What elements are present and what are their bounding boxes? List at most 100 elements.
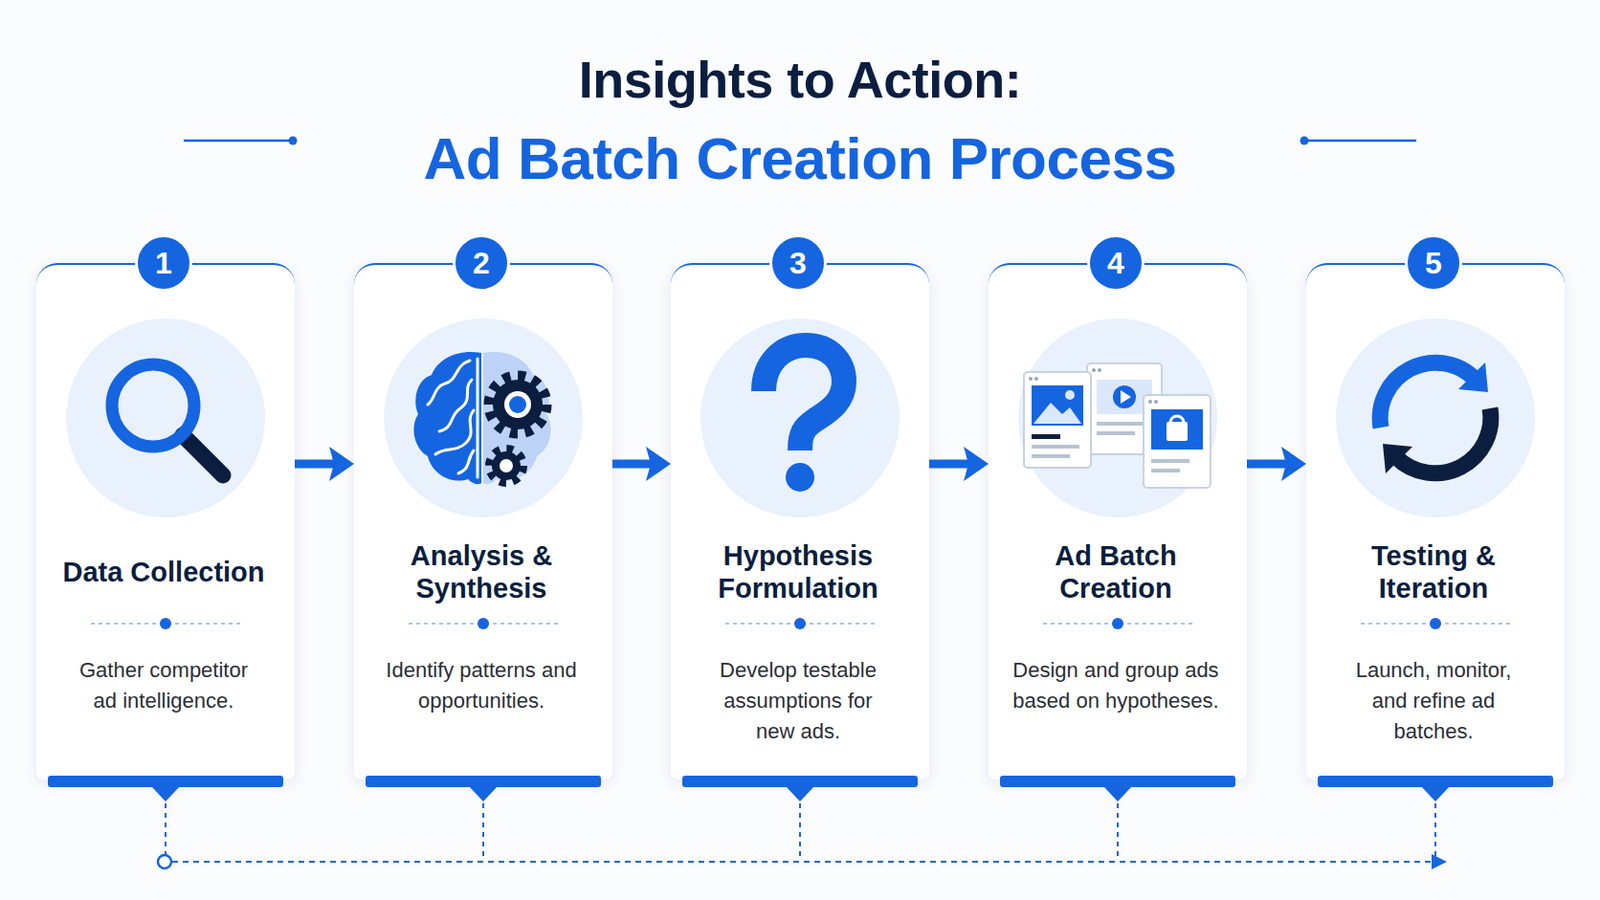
bag-body [1166,422,1188,442]
question-icon [700,318,900,518]
step-number-badge: 3 [769,234,827,292]
ad-card-line [1031,454,1070,459]
card-ornament [1317,618,1554,860]
brain-fold [439,379,472,432]
ad-card-media [1096,379,1153,415]
ad-card-dot [1148,400,1153,404]
gear-teeth [488,448,524,484]
ad-card-shop [1143,395,1211,489]
step-description: Develop testable assumptions for new ads… [710,655,888,748]
step-number-badge: 1 [134,234,193,292]
step-number: 4 [1107,245,1125,282]
brain-folds [427,358,478,478]
icon-circle [1018,318,1218,518]
flow-arrow [612,460,658,469]
ad-card-frame [1023,372,1091,468]
ad-card-line [1096,431,1135,436]
ad-card-frame [1143,395,1211,489]
step-description: Launch, monitor, and refine ad batches. [1345,655,1523,748]
ad-card-line [1096,422,1145,426]
step-description: Identify patterns and opportunities. [378,655,585,717]
ad-card-dot [1097,368,1102,373]
step-number: 1 [155,245,173,282]
icon-circle [1335,318,1535,518]
brain-split [476,358,480,478]
play-triangle [1120,390,1132,404]
process-card: Data CollectionGather competitor ad inte… [36,263,295,780]
timeline-head [1431,854,1447,870]
step-number-badge: 4 [1087,234,1145,292]
step-description: Design and group ads based on hypotheses… [1008,655,1224,717]
bag-handle [1170,416,1184,423]
brain-fold [458,450,474,474]
flow-arrow [929,460,976,469]
process-card: Analysis & SynthesisIdentify patterns an… [354,263,613,780]
step-heading: Data Collection [53,535,274,609]
step-heading: Hypothesis Formulation [688,535,909,609]
question-hook [763,345,845,451]
gear-teeth [488,376,547,434]
icon-circle [66,318,266,518]
timeline-line [172,861,1434,864]
title-rule [1307,139,1417,143]
gear-small [488,448,524,484]
step-number: 5 [1424,245,1443,282]
refresh-head [1382,444,1413,474]
gear-large [488,376,547,434]
ad-card-line [1031,444,1080,449]
ad-card-line [1151,459,1190,464]
mountain-shape [1033,402,1082,424]
brain-fold [435,410,474,455]
ad-card-dot [1154,400,1158,404]
card-ornament [682,618,918,860]
ad-card-frame [1087,363,1162,455]
gear-body [492,379,543,430]
card-ornament [47,618,284,860]
gear-body [491,451,521,481]
ad-card-media [1031,385,1084,426]
process-card: Testing & IterationLaunch, monitor, and … [1306,263,1565,780]
card-ornament [365,618,601,860]
magnifier-handle [182,435,223,476]
process-card: Ad Batch CreationDesign and group ads ba… [988,263,1247,780]
step-description: Gather competitor ad intelligence. [72,655,255,717]
play-button [1112,385,1136,409]
gear-hub [509,396,527,414]
magnifier-icon [66,318,266,518]
ad-card-video [1087,363,1162,455]
sun-shape [1065,390,1075,400]
brain-left [413,352,482,485]
refresh-icon [1335,318,1535,518]
diagram-title: Insights to Action: Ad Batch Creation Pr… [0,38,1600,198]
step-heading: Analysis & Synthesis [371,535,592,609]
refresh-arc [1396,408,1491,474]
ad-card-line [1031,434,1061,440]
ad-card-dot [1034,377,1039,381]
timeline-start [157,855,172,869]
refresh-head [1458,362,1489,393]
ad-card-line [1151,468,1180,473]
step-number-badge: 2 [452,234,511,292]
ad-card-dot [1091,368,1096,373]
icon-circle [383,318,583,518]
ad-cards-icon [1018,318,1218,518]
step-heading: Ad Batch Creation [1005,535,1226,609]
step-number-badge: 5 [1404,234,1463,292]
title-line: Ad Batch Creation Process [0,120,1600,198]
title-rule-dot [288,136,298,146]
gear-hole [499,459,513,473]
process-card: Hypothesis FormulationDevelop testable a… [670,263,930,780]
title-rule-dot [1300,136,1310,146]
card-ornament [1000,618,1236,860]
flow-arrow [1246,460,1293,469]
gear-hole [504,391,532,419]
ad-card-media [1151,409,1203,450]
ad-card-image [1023,372,1091,468]
ad-card-dot [1028,377,1033,381]
brain-fold [427,360,470,405]
brain-gear-icon [383,318,583,518]
step-number: 3 [789,245,807,282]
step-heading: Testing & Iteration [1323,535,1544,609]
icon-circle [700,318,900,518]
